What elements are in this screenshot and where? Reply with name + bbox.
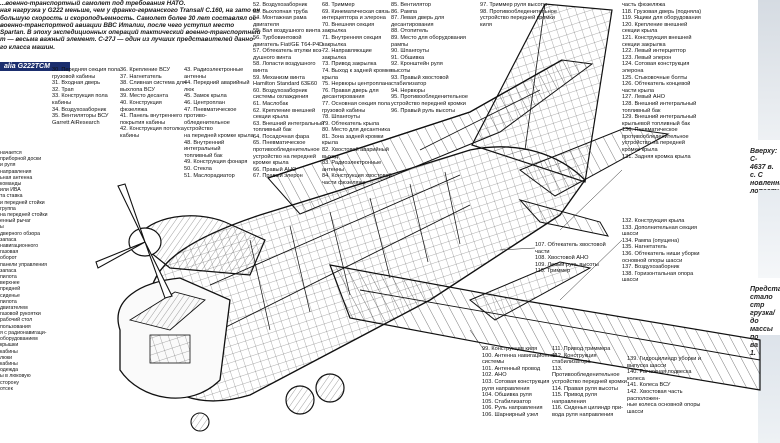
engine-nacelle xyxy=(95,183,266,299)
photo-bottom-sliver xyxy=(758,335,780,443)
legend-col-3: 43. Радиоэлектронные антенны 44. Передни… xyxy=(184,67,254,179)
cockpit-nose xyxy=(117,277,231,399)
legend-col-4: 52. Воздухозаборник 53. Выхлопная труба … xyxy=(253,2,325,180)
main-landing-gear xyxy=(190,373,345,432)
model-title-bar: alia G222TCM xyxy=(0,62,70,71)
legend-left-strip: начается приборной доски и руля направле… xyxy=(0,150,48,392)
photo-top-sliver xyxy=(758,0,780,140)
legend-col-11: 99. Конструкция киля 100. Антенна навига… xyxy=(482,346,557,418)
photo-middle-sliver xyxy=(758,190,780,278)
propeller-blades xyxy=(95,183,173,299)
rear-ramp xyxy=(469,261,592,321)
legend-col-2: 36. Крепление ВСУ 37. Нагнетатель 38. Сл… xyxy=(120,67,186,139)
intro-paragraph: ...военно-транспортный самолет под требо… xyxy=(0,0,261,51)
legend-col-10: 132. Конструкция крыла 133. Дополнительн… xyxy=(622,218,700,284)
leader-lines xyxy=(469,169,623,351)
legend-col-8: часть фюзеляжа 118. Грузовая дверь (подн… xyxy=(622,2,702,160)
legend-col-6: 85. Вентилятор 86. Рампа 87. Левая дверь… xyxy=(391,2,468,114)
legend-col-1: 30. Передняя секция пола грузовой кабины… xyxy=(52,67,121,126)
